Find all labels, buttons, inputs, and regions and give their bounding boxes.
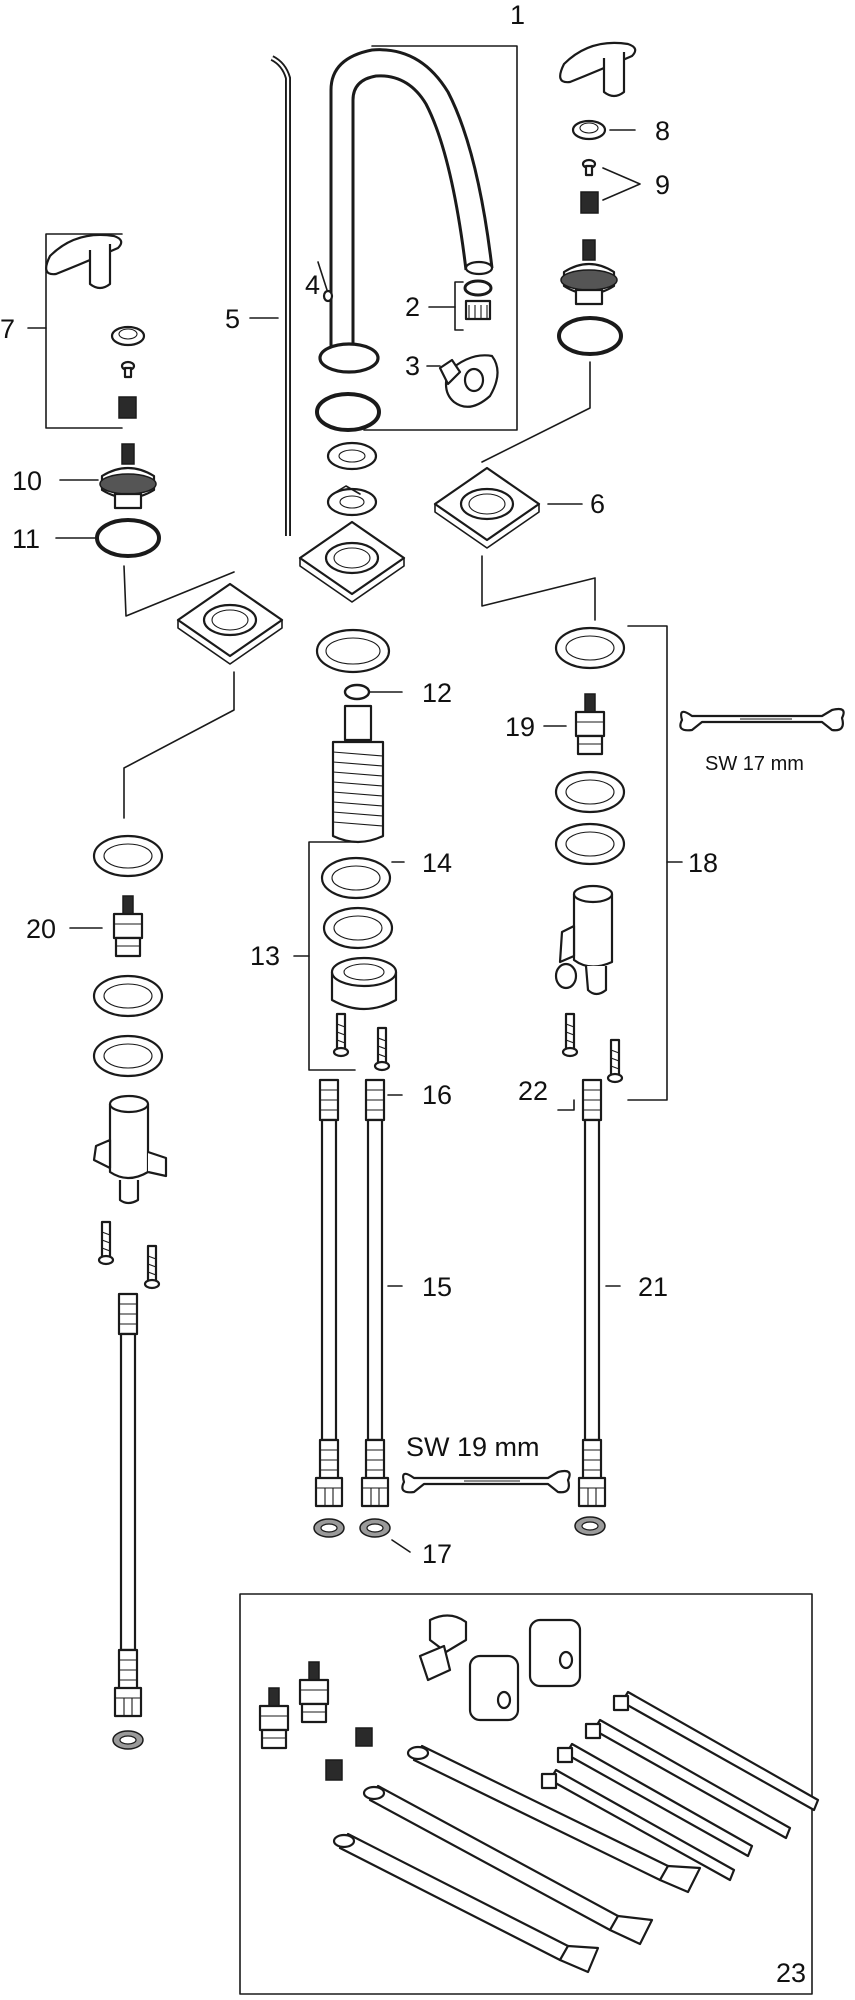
- lift-rod: [270, 55, 291, 536]
- leader-1: [363, 45, 518, 431]
- part-label-18: 18: [688, 848, 718, 878]
- aerator: [463, 279, 493, 321]
- part-label-5: 5: [225, 304, 240, 334]
- right-cap: [571, 119, 607, 141]
- set-screw: [322, 289, 334, 303]
- spout: [318, 48, 494, 374]
- right-valve-head: [560, 239, 618, 306]
- wrench-19-icon: [401, 1469, 571, 1494]
- center-plate: [298, 520, 406, 604]
- part-label-7: 7: [0, 314, 15, 344]
- right-lever: [559, 41, 637, 98]
- left-valve-body: [92, 1094, 168, 1205]
- wrench-19-label: SW 19 mm: [406, 1432, 540, 1462]
- part-label-10: 10: [12, 466, 42, 496]
- part-label-11: 11: [12, 524, 40, 554]
- part-label-1: 1: [510, 0, 525, 30]
- left-cartridge: [112, 894, 144, 958]
- center-rings: [326, 441, 378, 517]
- part-label-9: 9: [655, 170, 670, 200]
- part-label-4: 4: [305, 270, 320, 300]
- right-valve-body: [554, 884, 614, 996]
- center-hoses: [314, 1078, 390, 1508]
- right-cartridge: [574, 692, 606, 756]
- part-label-21: 21: [638, 1272, 668, 1302]
- leader-2: [454, 281, 464, 331]
- left-hose: [113, 1292, 143, 1718]
- part-label-23: 23: [776, 1958, 806, 1988]
- part-label-16: 16: [422, 1080, 452, 1110]
- right-plate: [433, 466, 541, 550]
- part-label-15: 15: [422, 1272, 452, 1302]
- kit-box: [239, 1593, 813, 1995]
- part-label-12: 12: [422, 678, 452, 708]
- part-label-17: 17: [422, 1539, 452, 1569]
- aerator-key: [438, 354, 499, 408]
- part-label-22: 22: [518, 1076, 548, 1106]
- left-adapter: [118, 396, 137, 419]
- left-valve-head: [99, 443, 157, 510]
- part-label-2: 2: [405, 292, 420, 322]
- right-grub-screw: [581, 158, 597, 177]
- right-hose: [577, 1078, 607, 1508]
- part-label-8: 8: [655, 116, 670, 146]
- leader-7: [45, 233, 123, 429]
- left-grub-screw: [120, 360, 136, 379]
- wrench-17-icon: [679, 707, 845, 732]
- threaded-shank: [331, 704, 385, 844]
- left-plate: [176, 582, 284, 666]
- part-label-3: 3: [405, 351, 420, 381]
- center-oring: [343, 683, 371, 701]
- wrench-17-label: SW 17 mm: [705, 753, 804, 775]
- part-label-19: 19: [505, 712, 535, 742]
- left-cap: [110, 325, 146, 347]
- right-adapter: [580, 191, 599, 214]
- part-label-14: 14: [422, 848, 452, 878]
- part-label-13: 13: [250, 941, 280, 971]
- kit-contents: [258, 1614, 820, 1974]
- mounting-nut: [330, 956, 398, 1010]
- leader-18: [627, 625, 668, 1101]
- part-label-6: 6: [590, 489, 605, 519]
- part-label-20: 20: [26, 914, 56, 944]
- left-lever: [45, 233, 123, 290]
